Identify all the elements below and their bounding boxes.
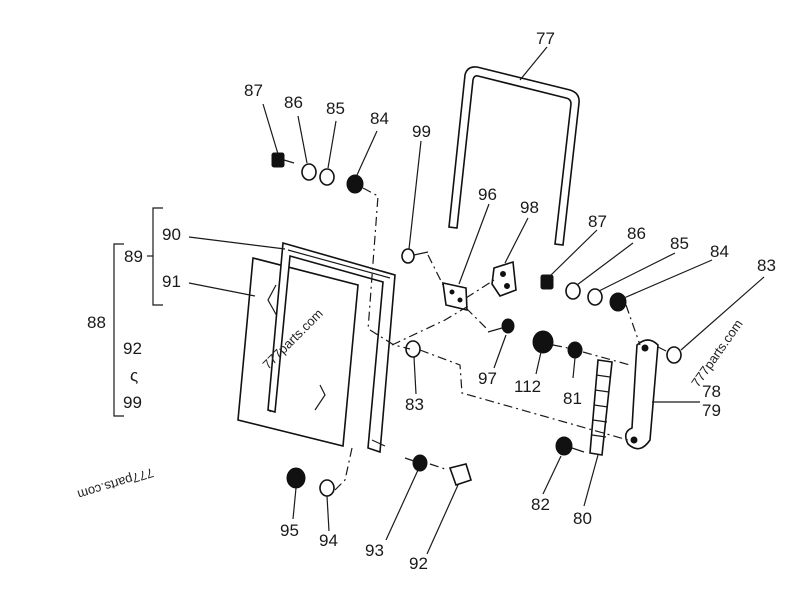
callout-84: 84 — [710, 242, 729, 261]
callout-85: 85 — [670, 234, 689, 253]
callout-85: 85 — [326, 99, 345, 118]
callout-80: 80 — [573, 509, 592, 528]
callout-94: 94 — [319, 531, 338, 550]
callout-99: 99 — [123, 393, 142, 412]
part-80-gas-spring — [589, 359, 613, 456]
callout-86: 86 — [284, 93, 303, 112]
callout-83: 83 — [757, 256, 776, 275]
callout-96: 96 — [478, 185, 497, 204]
callout-89: 89 — [124, 247, 143, 266]
part-77-frame — [448, 66, 580, 246]
part-91-glass-panel — [237, 256, 359, 448]
callout-81: 81 — [563, 389, 582, 408]
callout-93: 93 — [365, 541, 384, 560]
callout-91: 91 — [162, 272, 181, 291]
callout-82: 82 — [531, 495, 550, 514]
part-98-hinge — [491, 260, 517, 297]
fasteners — [271, 152, 682, 497]
callout-99: 99 — [412, 122, 431, 141]
callout-78: 78 — [702, 382, 721, 401]
callout-97: 97 — [478, 369, 497, 388]
callout-labels: 77 87 86 85 84 99 96 98 87 86 85 84 83 9… — [87, 29, 776, 573]
callout-98: 98 — [520, 198, 539, 217]
callout-92: 92 — [409, 554, 428, 573]
watermark-text: 777parts.com — [688, 317, 745, 390]
callout-92: 92 — [123, 339, 142, 358]
part-90-door-frame — [267, 241, 396, 454]
leader-lines — [188, 46, 765, 555]
callout-83: 83 — [405, 395, 424, 414]
part-96-hinge — [442, 281, 468, 312]
callout-84: 84 — [370, 109, 389, 128]
range-separator: ς — [130, 366, 138, 385]
callout-77: 77 — [536, 29, 555, 48]
group-brackets — [113, 207, 163, 417]
callout-88: 88 — [87, 313, 106, 332]
callout-87: 87 — [588, 212, 607, 231]
watermark-text: 777parts.com — [76, 465, 156, 502]
assembly-lines — [334, 187, 669, 491]
callout-112: 112 — [514, 377, 541, 396]
callout-95: 95 — [280, 521, 299, 540]
callout-90: 90 — [162, 225, 181, 244]
callout-86: 86 — [627, 224, 646, 243]
part-79-link-arm — [624, 339, 659, 450]
callout-79: 79 — [702, 401, 721, 420]
callout-87: 87 — [244, 81, 263, 100]
